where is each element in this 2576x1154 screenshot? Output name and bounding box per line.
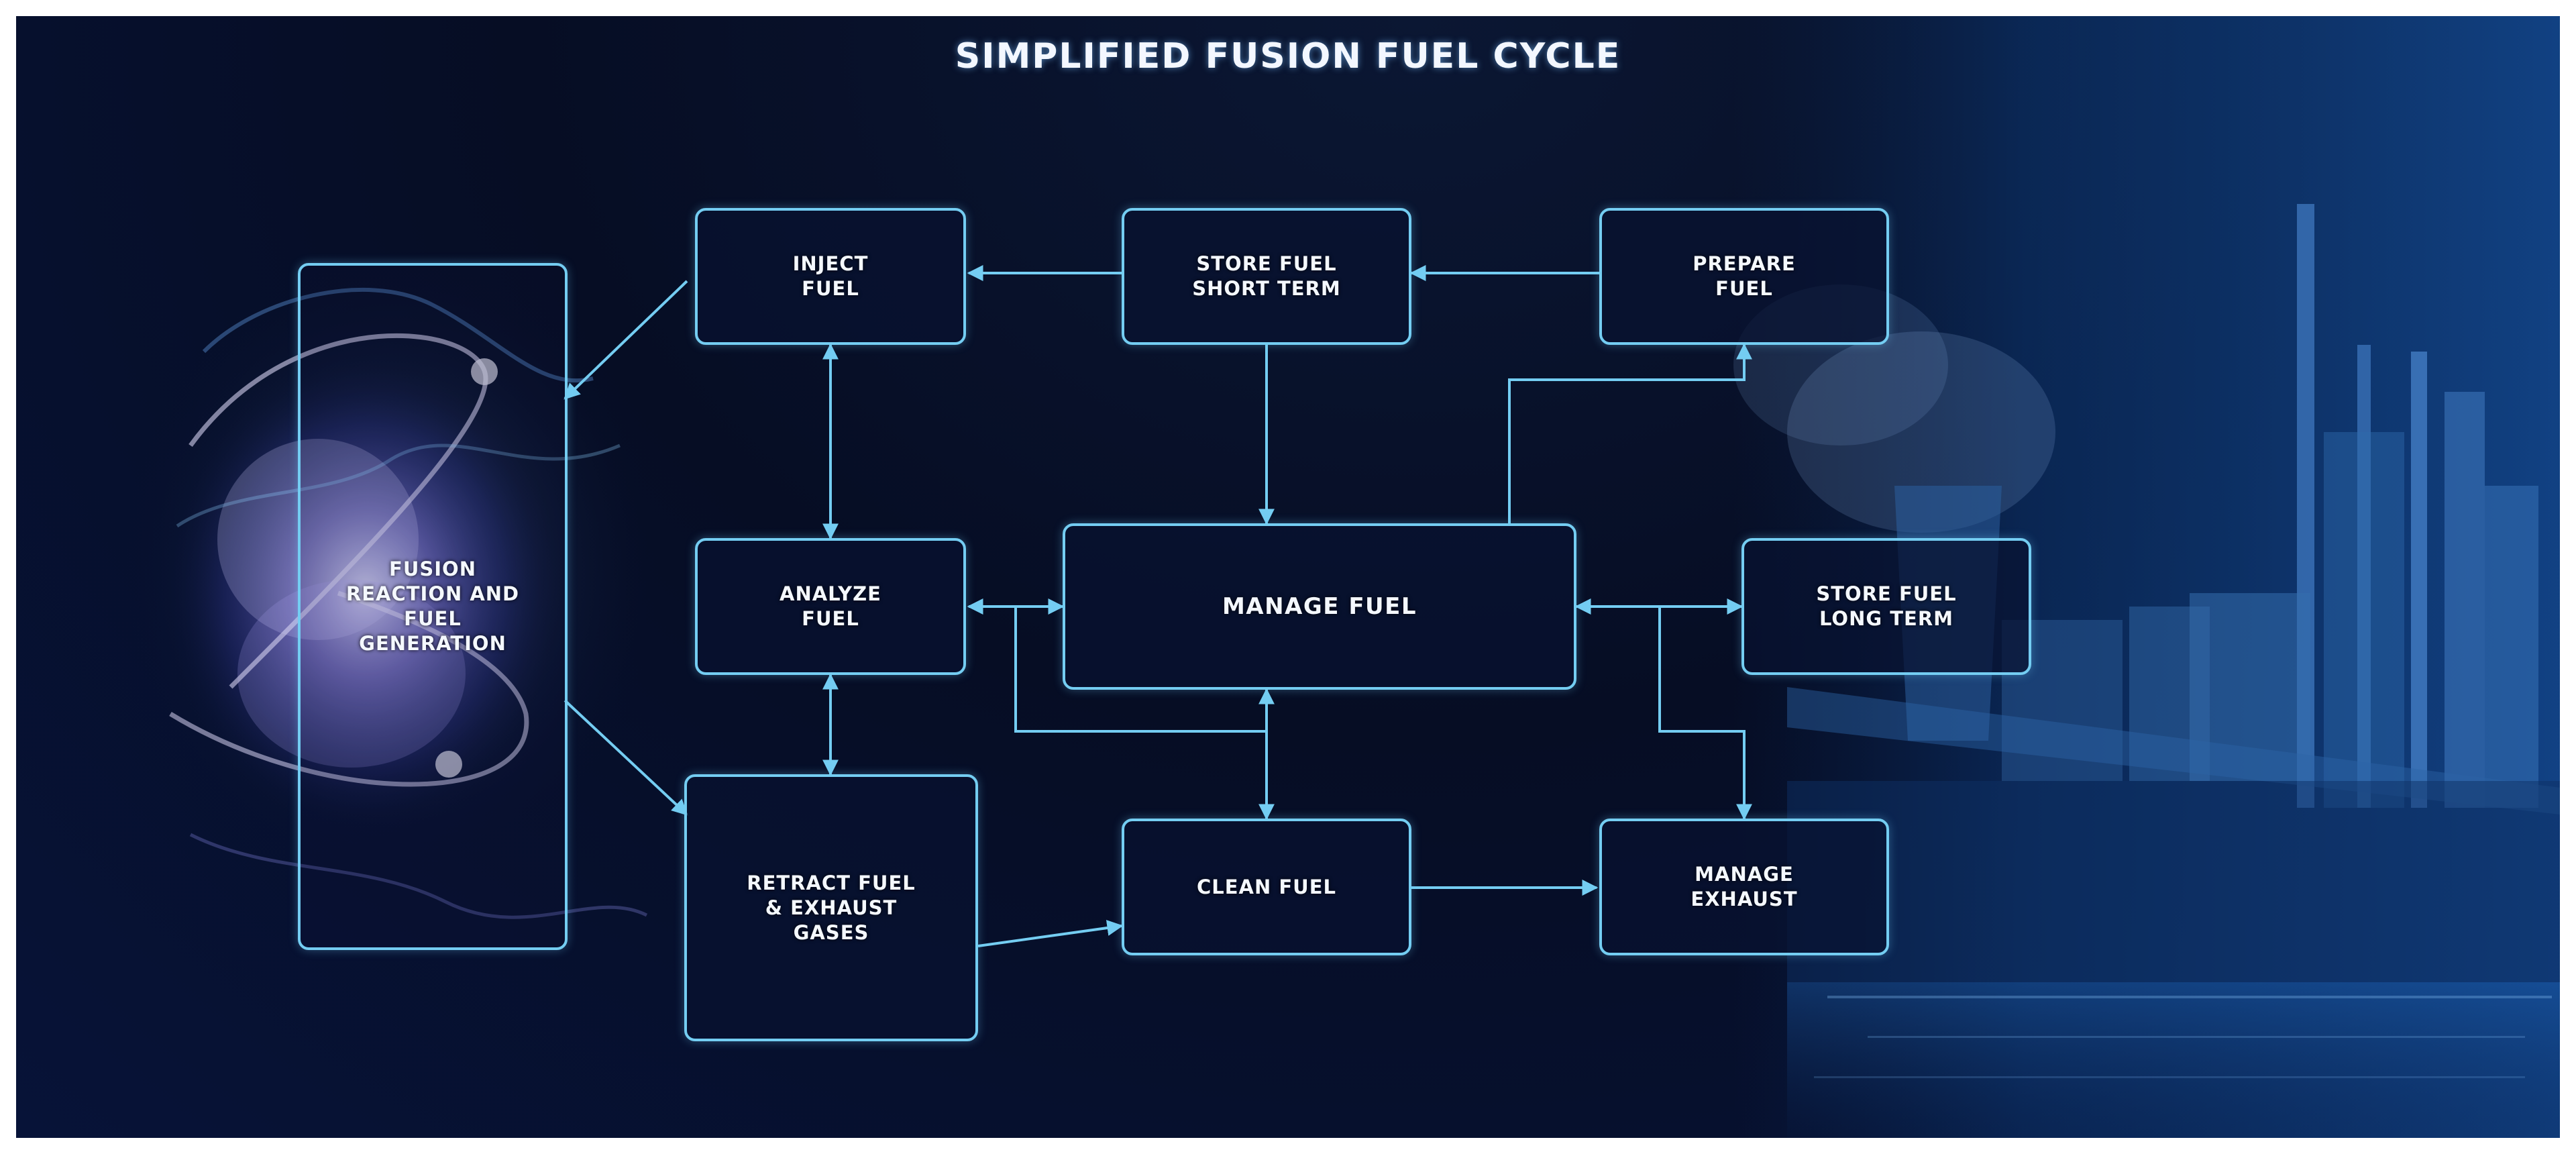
background-art — [123, 16, 2560, 1138]
diagram-canvas: SIMPLIFIED FUSION FUEL CYCLE — [16, 16, 2560, 1138]
node-exhaust-label: MANAGE EXHAUST — [1690, 863, 1798, 910]
node-prepare-fuel[interactable]: PREPARE FUEL — [1599, 208, 1889, 345]
edge-fusion-to-retract — [564, 699, 688, 816]
node-manage-fuel[interactable]: MANAGE FUEL — [1063, 523, 1576, 690]
edge-manage-to-exhaust — [1658, 607, 1752, 821]
node-store-short-label: STORE FUEL SHORT TERM — [1192, 252, 1341, 300]
node-manage-label: MANAGE FUEL — [1222, 592, 1417, 620]
node-analyze-fuel[interactable]: ANALYZE FUEL — [695, 538, 966, 675]
node-clean-fuel[interactable]: CLEAN FUEL — [1122, 819, 1411, 955]
node-retract-label: RETRACT FUEL & EXHAUST GASES — [747, 871, 916, 944]
node-prepare-label: PREPARE FUEL — [1693, 252, 1796, 300]
node-analyze-label: ANALYZE FUEL — [780, 582, 881, 630]
node-fusion-label: FUSION REACTION AND FUEL GENERATION — [345, 558, 520, 655]
node-retract-fuel[interactable]: RETRACT FUEL & EXHAUST GASES — [684, 774, 978, 1041]
edge-clean-to-analyze — [1014, 607, 1267, 733]
flow-diagram: FUSION REACTION AND FUEL GENERATION INJE… — [16, 16, 2560, 1138]
node-fusion-reaction[interactable]: FUSION REACTION AND FUEL GENERATION — [298, 263, 568, 950]
node-inject-label: INJECT FUEL — [792, 252, 869, 300]
diagram-title: SIMPLIFIED FUSION FUEL CYCLE — [955, 36, 1621, 76]
edge-manage-to-prepare — [1508, 343, 1752, 523]
node-store-long-label: STORE FUEL LONG TERM — [1816, 582, 1957, 630]
node-clean-label: CLEAN FUEL — [1196, 875, 1337, 898]
edge-retract-to-clean — [977, 920, 1124, 947]
node-store-fuel-short-term[interactable]: STORE FUEL SHORT TERM — [1122, 208, 1411, 345]
node-store-fuel-long-term[interactable]: STORE FUEL LONG TERM — [1741, 538, 2031, 675]
plasma-illustration — [123, 258, 660, 919]
connector-layer — [564, 265, 1752, 947]
node-inject-fuel[interactable]: INJECT FUEL — [695, 208, 966, 345]
node-manage-exhaust[interactable]: MANAGE EXHAUST — [1599, 819, 1889, 955]
edge-inject-to-fusion — [564, 280, 688, 400]
